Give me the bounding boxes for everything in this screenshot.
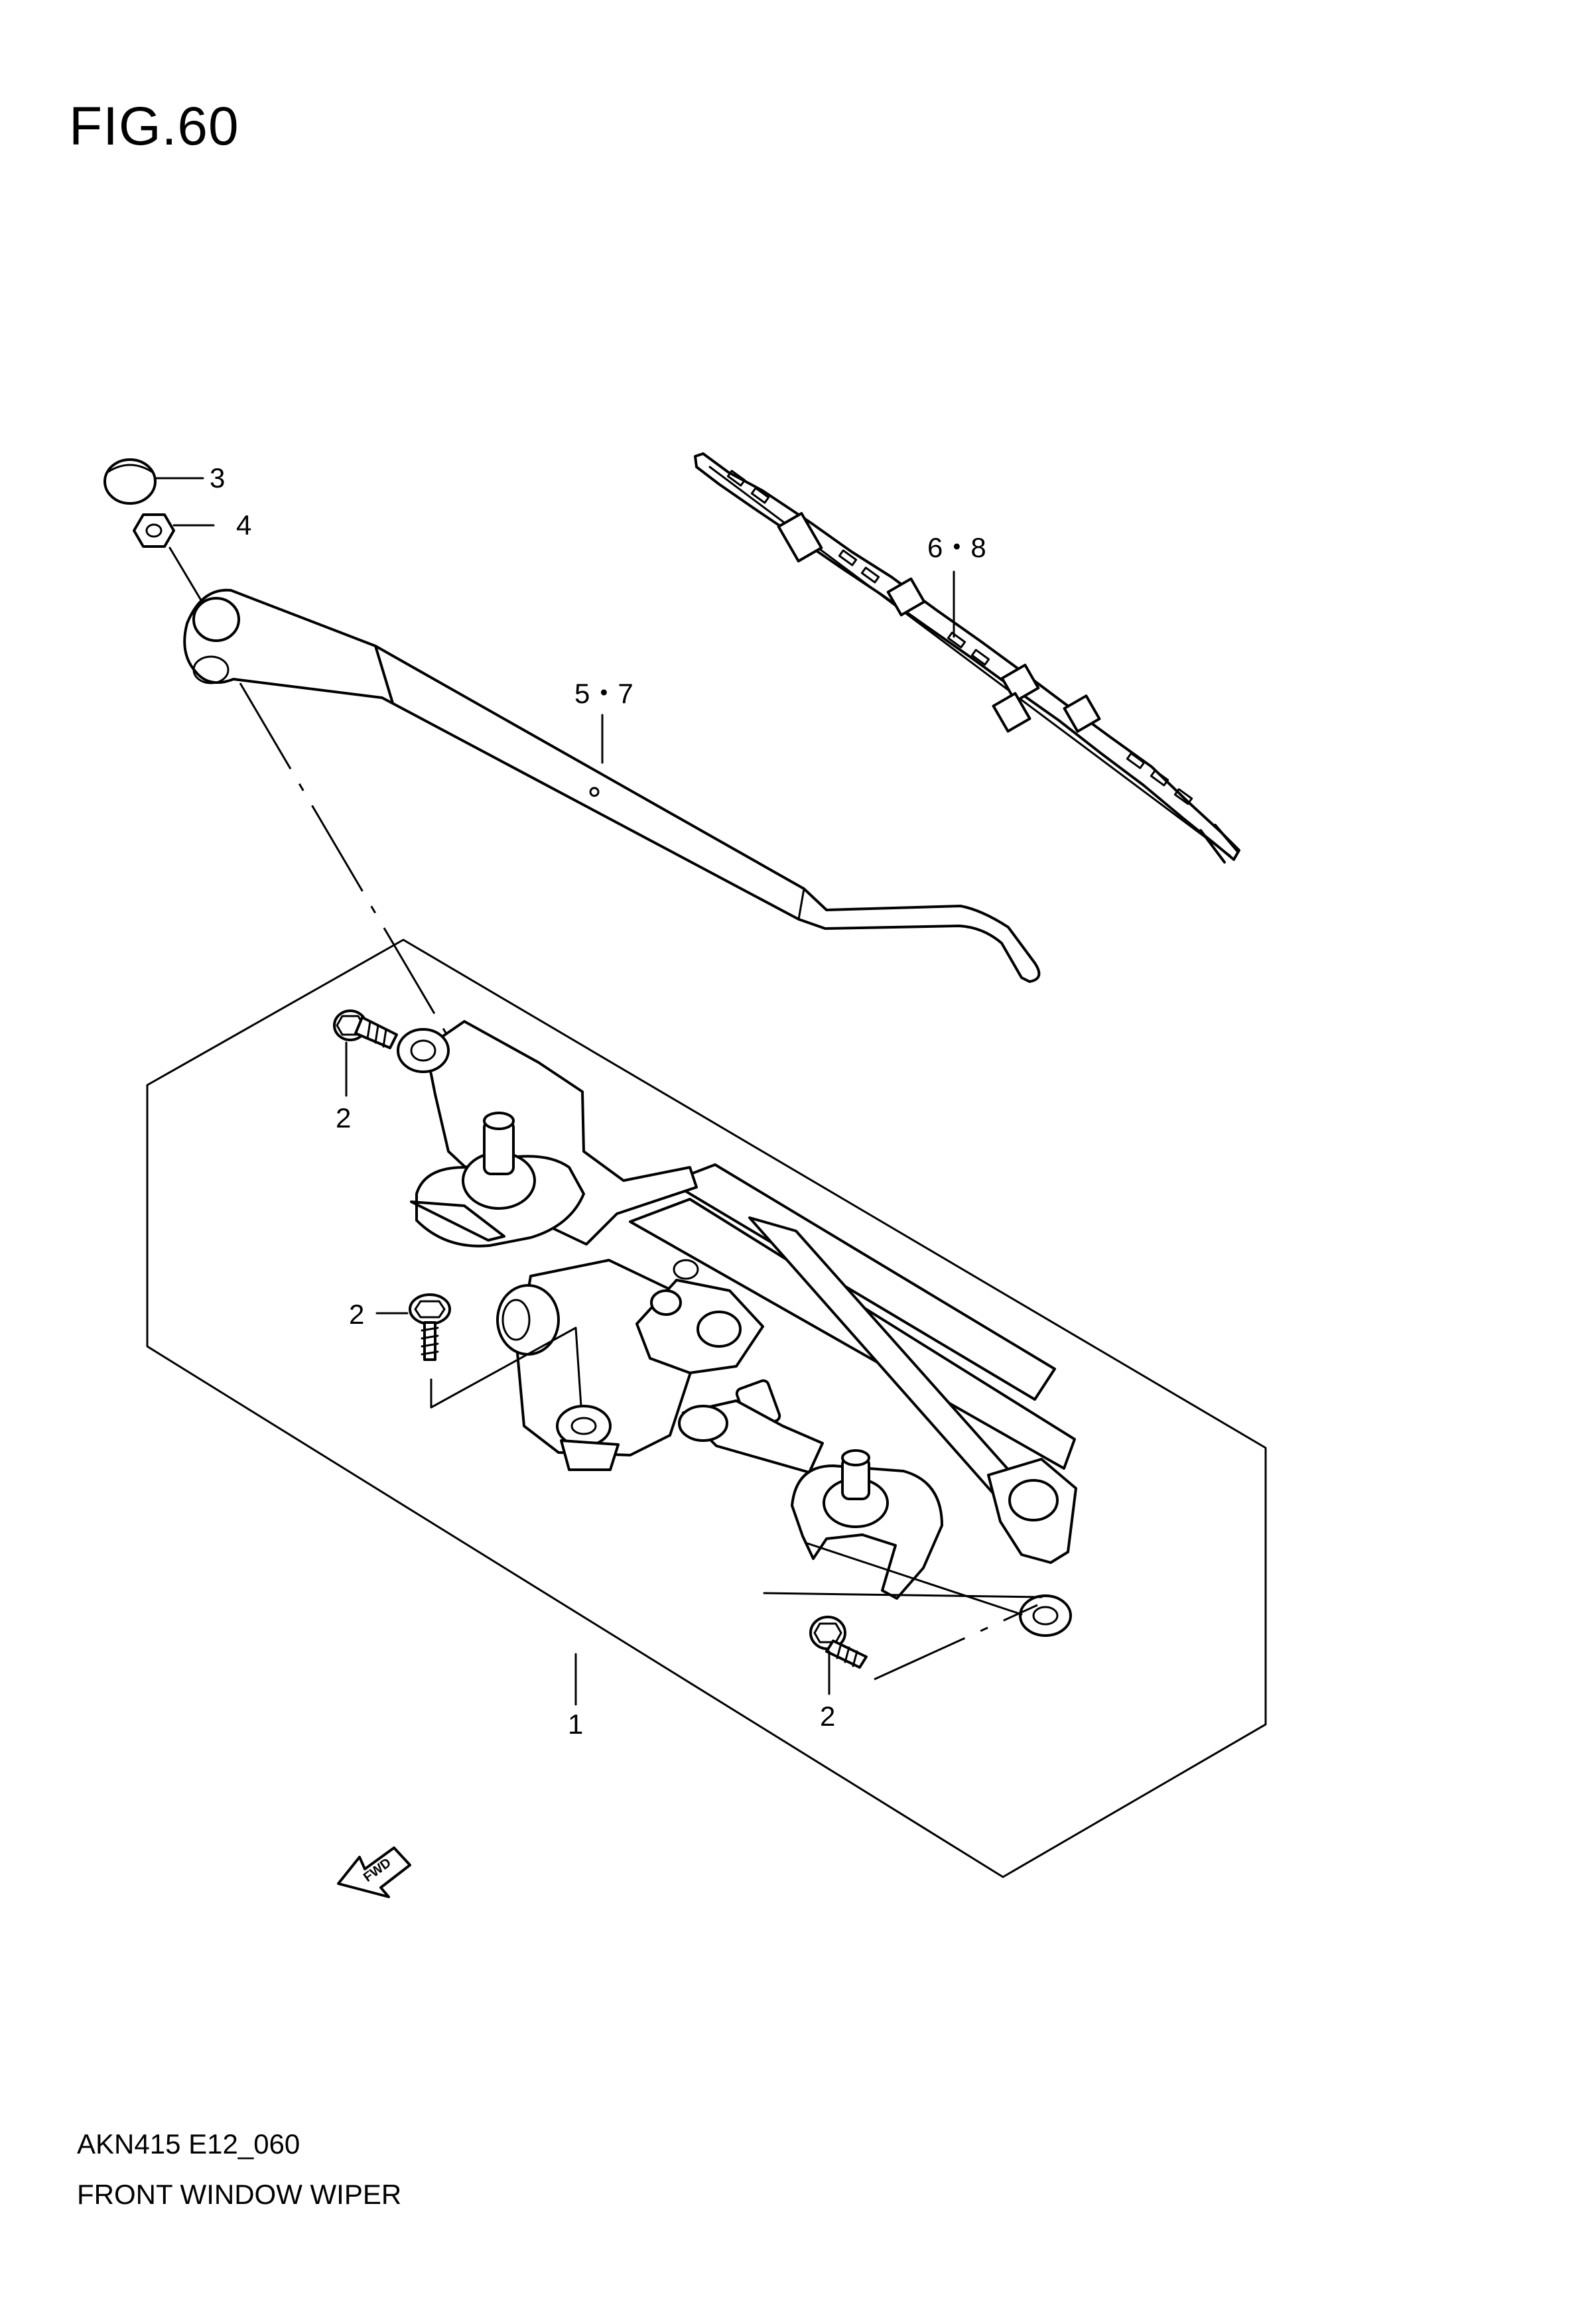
alignment-line-arm [239,682,499,1122]
part-cap[interactable] [103,458,157,505]
part-nut[interactable] [133,513,175,548]
part-wiper-linkage[interactable] [397,1020,1077,1637]
assembly-boundary [146,938,1267,1878]
callout-1: 1 [568,1709,583,1740]
callout-2-lower: 2 [820,1701,835,1732]
callout-5-7: 5・7 [574,678,633,709]
leader-2-middle-to-motor [430,1326,582,1409]
figure-name: FRONT WINDOW WIPER [77,2179,402,2210]
callout-2-upper: 2 [336,1102,351,1133]
callout-3: 3 [210,462,225,493]
callout-6-8: 6・8 [927,532,986,563]
figure-code: AKN415 E12_060 [77,2128,300,2160]
alignment-line-lower-bolt [874,1604,1038,1681]
part-bolt-lower[interactable] [809,1616,868,1669]
forward-arrow-icon: FWD [337,1846,411,1898]
part-wiper-blade[interactable] [694,452,1240,864]
callout-2-middle: 2 [349,1299,364,1330]
part-wiper-arm[interactable] [183,588,1041,983]
part-bolt-middle[interactable] [409,1293,451,1361]
callout-4: 4 [236,509,251,541]
figure-title: FIG.60 [69,96,239,157]
part-bolt-upper[interactable] [333,1009,398,1049]
